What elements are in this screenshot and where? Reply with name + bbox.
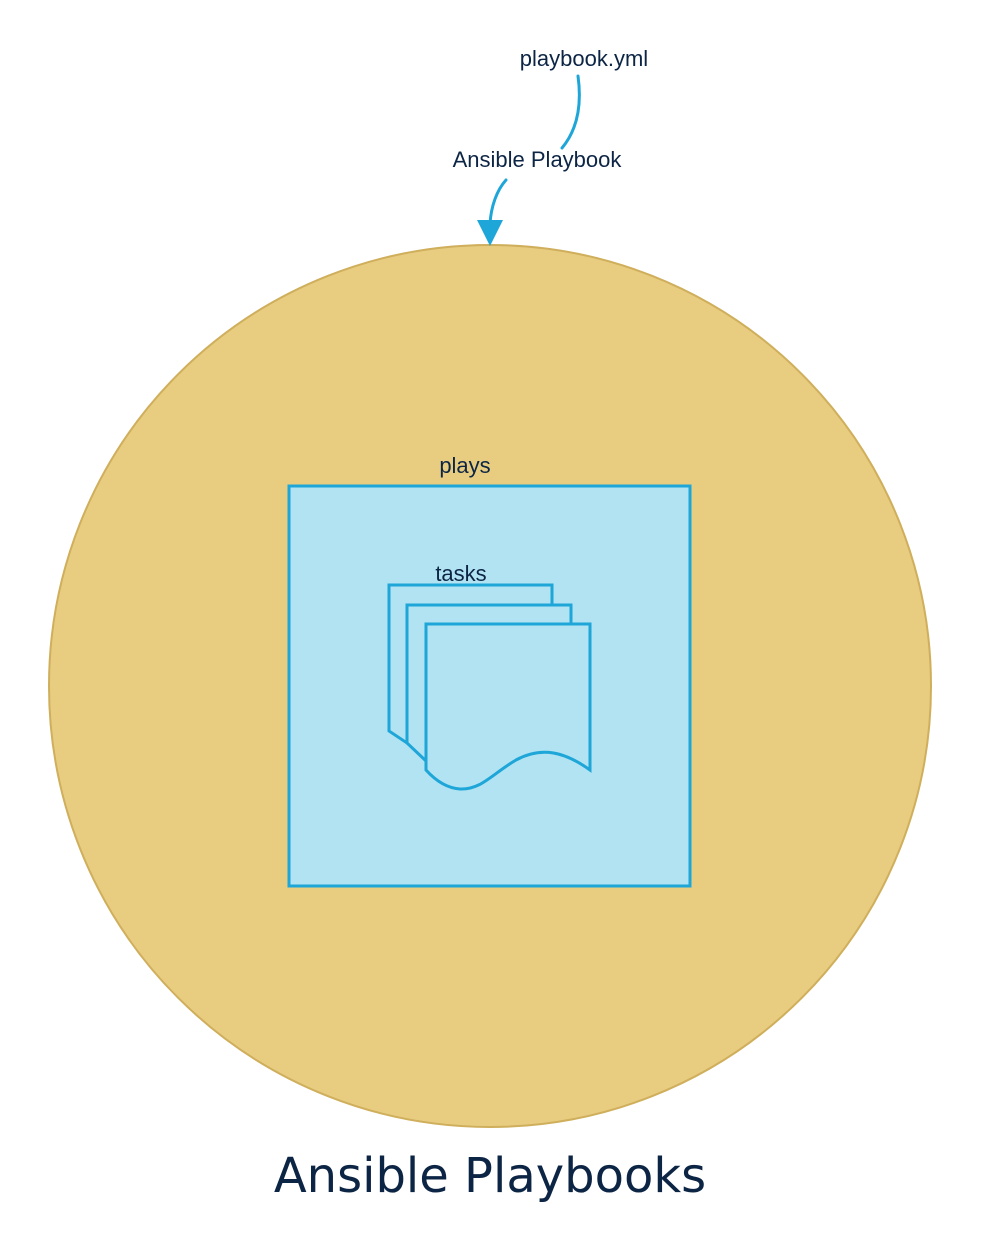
task-document-front — [424, 622, 592, 791]
file-label: playbook.yml — [520, 46, 648, 71]
arrowhead-icon — [477, 220, 503, 246]
tasks-label: tasks — [435, 561, 486, 586]
curved-arrow-icon — [560, 74, 581, 150]
arrow-shaft — [488, 178, 508, 226]
plays-label: plays — [439, 453, 490, 478]
stacked-documents-icon — [387, 583, 592, 791]
pointer-label: Ansible Playbook — [453, 147, 623, 172]
diagram-caption: Ansible Playbooks — [274, 1148, 706, 1204]
